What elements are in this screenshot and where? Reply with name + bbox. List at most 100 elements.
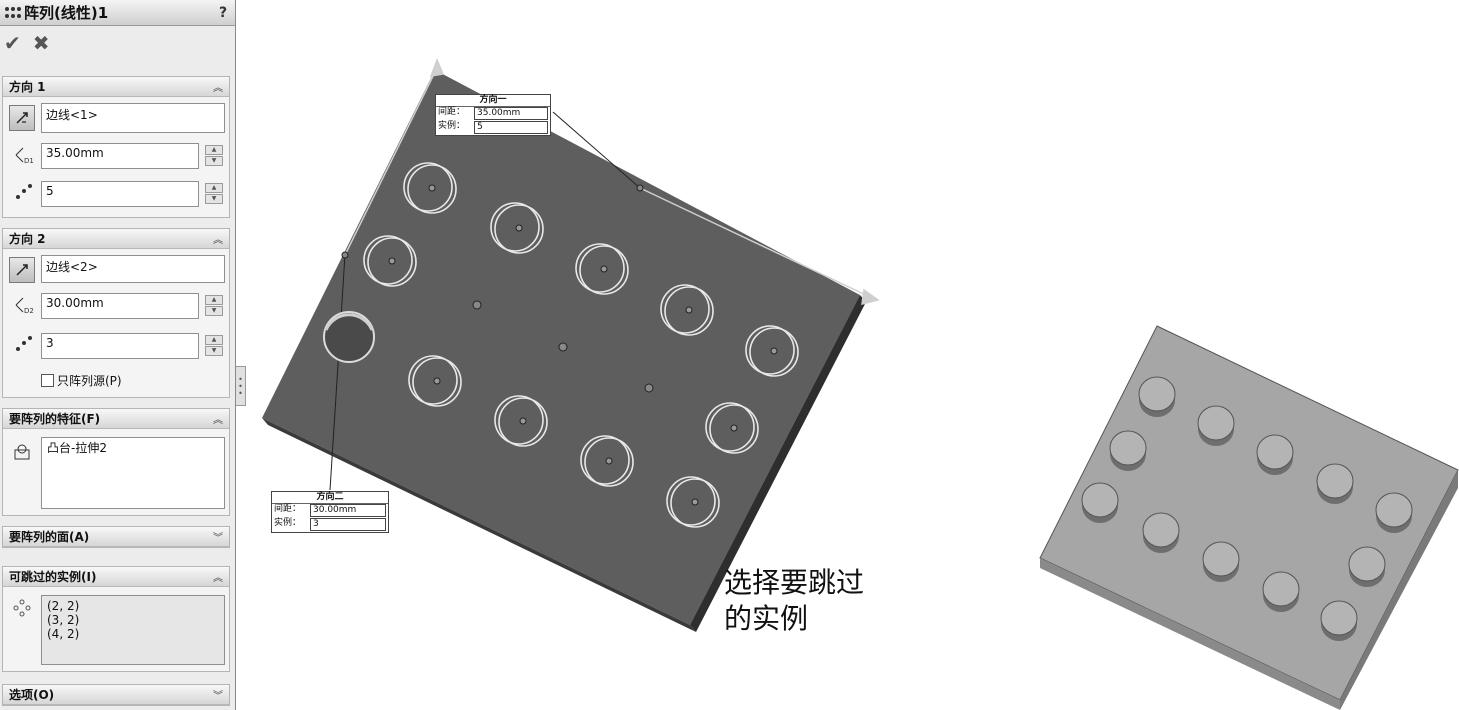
direction1-header[interactable]: 方向 1 ︽	[3, 77, 229, 97]
annotation-text: 选择要跳过 的实例	[724, 566, 865, 635]
result-boss[interactable]	[1320, 600, 1358, 641]
instances-icon	[13, 333, 35, 355]
direction1-group: 方向 1 ︽ 边线<1> D1 35.00mm ▲▼ 5 ▲▼	[2, 76, 230, 218]
reverse-direction1-button[interactable]	[9, 105, 35, 131]
list-item[interactable]: 凸台-拉伸2	[47, 441, 107, 455]
direction1-instances-input[interactable]: 5	[41, 181, 199, 207]
skipped-instance-marker[interactable]	[472, 300, 482, 310]
svg-text:D1: D1	[24, 157, 34, 165]
help-button[interactable]: ?	[218, 4, 228, 21]
options-group: 选项(O) ︾	[2, 684, 230, 706]
expand-icon[interactable]: ︾	[213, 691, 223, 702]
result-bosses	[1081, 376, 1413, 641]
seed-only-label: 只阵列源(P)	[57, 374, 122, 388]
skip-instances-header[interactable]: 可跳过的实例(I) ︽	[3, 567, 229, 587]
result-model-viewport[interactable]	[1030, 320, 1459, 710]
pattern-instance[interactable]	[705, 402, 759, 454]
callout2-leader	[329, 254, 346, 491]
direction1-instances-spinner[interactable]: ▲▼	[205, 182, 223, 206]
checkmark-icon[interactable]: ✔	[4, 31, 21, 55]
skipped-instance-markers	[472, 300, 654, 393]
panel-splitter-handle[interactable]: •••	[236, 366, 246, 406]
list-item[interactable]: (3, 2)	[47, 613, 80, 627]
callout1-spacing-value[interactable]: 35.00mm	[474, 107, 548, 120]
faces-header[interactable]: 要阵列的面(A) ︾	[3, 527, 229, 547]
plate-front-face	[262, 418, 696, 632]
handle-dot[interactable]	[636, 184, 644, 192]
pattern-instance[interactable]	[580, 435, 634, 487]
options-header[interactable]: 选项(O) ︾	[3, 685, 229, 705]
expand-icon[interactable]: ︾	[213, 533, 223, 544]
skip-instances-group: 可跳过的实例(I) ︽ (2, 2) (3, 2) (4, 2)	[2, 566, 230, 672]
seed-only-checkbox[interactable]: 只阵列源(P)	[41, 372, 122, 389]
result-boss[interactable]	[1202, 541, 1240, 582]
skip-instances-list[interactable]: (2, 2) (3, 2) (4, 2)	[41, 595, 225, 665]
feature-icon	[11, 441, 33, 463]
direction1-callout[interactable]: 方向一 间距：35.00mm 实例：5	[435, 94, 551, 136]
pattern-instance[interactable]	[666, 476, 720, 528]
list-item[interactable]: (4, 2)	[47, 627, 80, 641]
callout1-leader	[552, 111, 641, 189]
skip-instances-icon	[11, 597, 33, 619]
collapse-icon[interactable]: ︽	[213, 235, 223, 246]
pattern-instance[interactable]	[575, 243, 629, 295]
direction2-header[interactable]: 方向 2 ︽	[3, 229, 229, 249]
pattern-instance[interactable]	[408, 355, 462, 407]
faces-group: 要阵列的面(A) ︾	[2, 526, 230, 548]
cross-icon[interactable]: ✖	[32, 31, 50, 55]
collapse-icon[interactable]: ︽	[213, 573, 223, 584]
linear-pattern-icon	[5, 6, 21, 18]
pattern-instance[interactable]	[494, 395, 548, 447]
result-boss[interactable]	[1375, 492, 1413, 533]
direction2-instances-input[interactable]: 3	[41, 333, 199, 359]
panel-title: 阵列(线性)1	[24, 4, 109, 22]
instances-icon	[13, 181, 35, 203]
result-boss[interactable]	[1316, 463, 1354, 504]
property-manager: 阵列(线性)1 ? ✔ ✖ 方向 1 ︽ 边线<1> D1 35.00mm ▲▼…	[0, 0, 236, 710]
direction1-spacing-input[interactable]: 35.00mm	[41, 143, 199, 169]
features-list[interactable]: 凸台-拉伸2	[41, 437, 225, 509]
pattern-instance[interactable]	[363, 235, 417, 287]
direction2-edge-field[interactable]: 边线<2>	[41, 255, 225, 283]
direction2-instances-spinner[interactable]: ▲▼	[205, 334, 223, 358]
skipped-instance-marker[interactable]	[558, 342, 568, 352]
collapse-icon[interactable]: ︽	[213, 83, 223, 94]
collapse-icon[interactable]: ︽	[213, 415, 223, 426]
reverse-direction-icon	[16, 264, 28, 276]
callout2-spacing-value[interactable]: 30.00mm	[310, 504, 386, 517]
result-boss[interactable]	[1348, 546, 1386, 587]
direction2-group: 方向 2 ︽ 边线<2> D2 30.00mm ▲▼ 3 ▲▼ 只阵列源(P)	[2, 228, 230, 398]
list-item[interactable]: (2, 2)	[47, 599, 80, 613]
pattern-instances	[363, 162, 799, 528]
skipped-instance-marker[interactable]	[644, 383, 654, 393]
result-boss[interactable]	[1109, 430, 1147, 471]
features-header[interactable]: 要阵列的特征(F) ︽	[3, 409, 229, 429]
direction1-spacing-spinner[interactable]: ▲▼	[205, 144, 223, 168]
seed-boss[interactable]	[323, 311, 375, 363]
pattern-preview-viewport[interactable]	[250, 50, 890, 640]
features-group: 要阵列的特征(F) ︽ 凸台-拉伸2	[2, 408, 230, 516]
direction2-callout[interactable]: 方向二 间距：30.00mm 实例：3	[271, 491, 389, 533]
pattern-instance[interactable]	[403, 162, 457, 214]
result-boss[interactable]	[1081, 482, 1119, 523]
direction2-spacing-input[interactable]: 30.00mm	[41, 293, 199, 319]
handle-dot[interactable]	[341, 251, 349, 259]
callout1-instances-value[interactable]: 5	[474, 121, 548, 134]
result-boss[interactable]	[1256, 434, 1294, 475]
spacing-icon: D1	[13, 143, 35, 165]
callout2-instances-value[interactable]: 3	[310, 518, 386, 531]
pattern-instance[interactable]	[490, 202, 544, 254]
svg-text:D2: D2	[24, 307, 34, 315]
direction-arrows	[344, 57, 880, 305]
direction1-edge-field[interactable]: 边线<1>	[41, 103, 225, 133]
panel-title-bar: 阵列(线性)1 ?	[0, 0, 235, 26]
result-boss[interactable]	[1142, 512, 1180, 553]
direction2-spacing-spinner[interactable]: ▲▼	[205, 294, 223, 318]
result-boss[interactable]	[1138, 376, 1176, 417]
result-boss[interactable]	[1197, 405, 1235, 446]
pattern-instance[interactable]	[660, 284, 714, 336]
checkbox-box[interactable]	[41, 374, 54, 387]
result-boss[interactable]	[1262, 571, 1300, 612]
reverse-direction2-button[interactable]	[9, 257, 35, 283]
pattern-instance[interactable]	[745, 325, 799, 377]
